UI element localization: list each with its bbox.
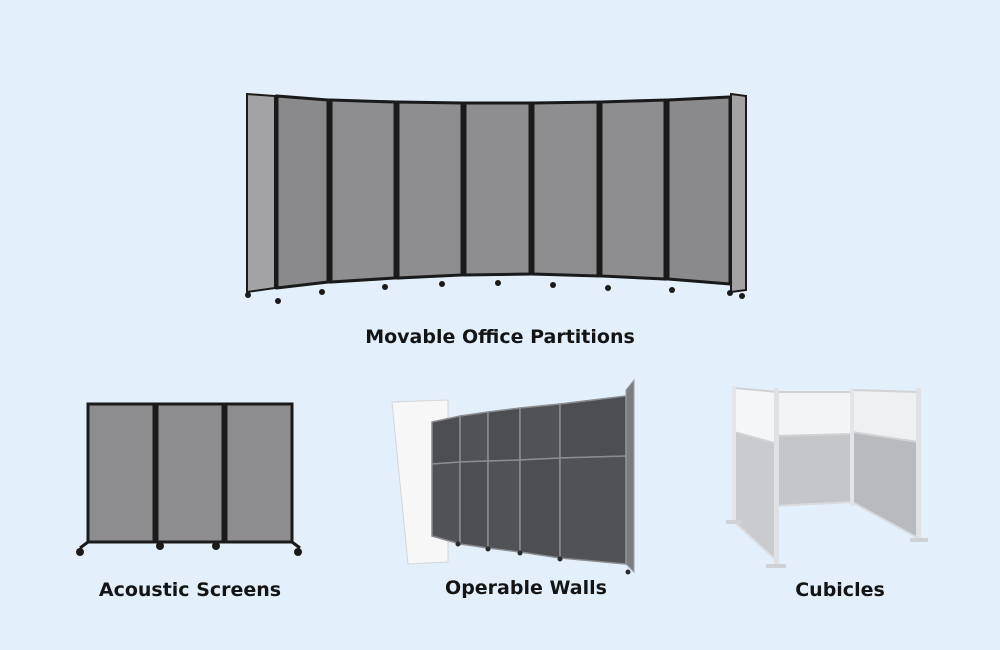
cubicle-image [726, 386, 928, 568]
caption-acoustic-screens: Acoustic Screens [98, 579, 282, 601]
acoustic-screen-image [76, 402, 302, 556]
movable-office-partition-image [245, 92, 747, 304]
caption-movable-office-partitions: Movable Office Partitions [365, 326, 635, 348]
operable-wall-image [391, 378, 635, 575]
caption-operable-walls: Operable Walls [445, 577, 607, 599]
caption-cubicles: Cubicles [795, 579, 885, 601]
